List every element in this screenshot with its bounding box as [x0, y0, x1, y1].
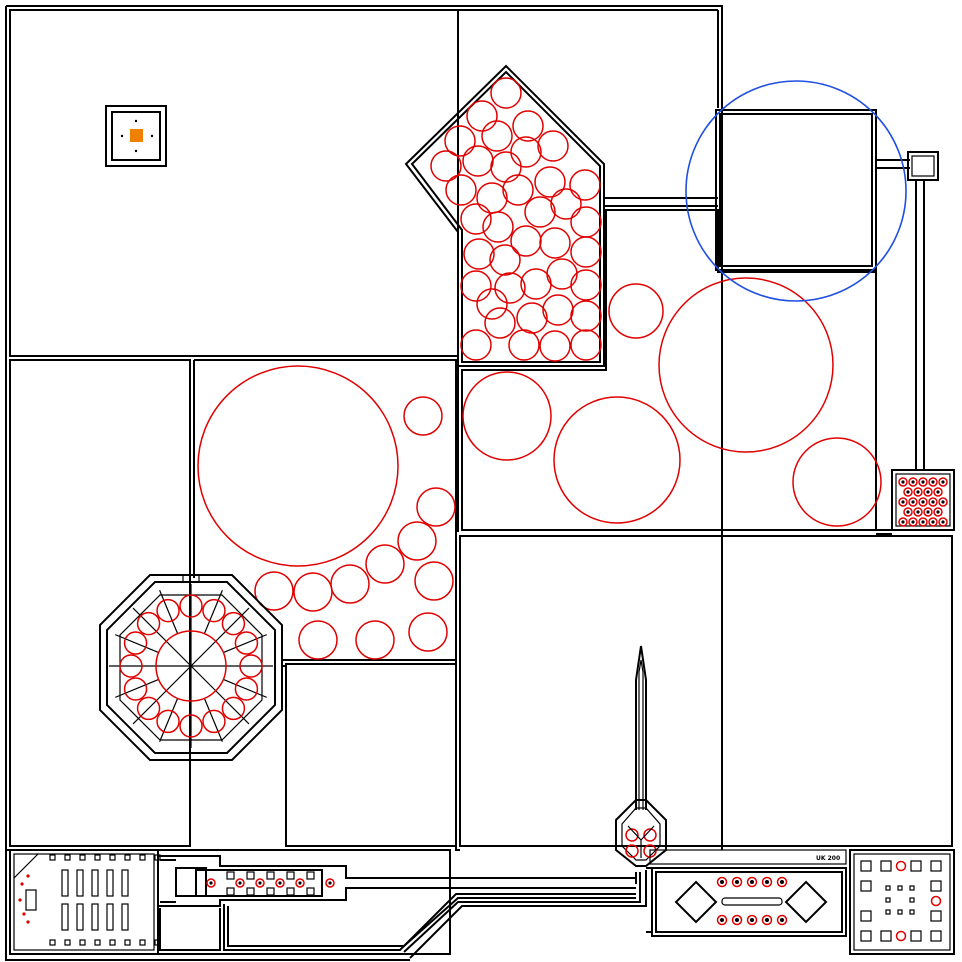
room-mid-right	[461, 209, 877, 531]
bottom-wing: UK 200	[6, 849, 955, 959]
grid-room-zones	[898, 477, 948, 527]
room-top-left-inner	[9, 9, 459, 357]
room-square	[715, 109, 877, 271]
pentagon-zones	[430, 77, 602, 362]
circles-room-zones	[197, 365, 456, 660]
octagon-chamber	[99, 574, 286, 761]
room-mid-left	[9, 359, 191, 847]
blue-range-circle	[685, 80, 907, 302]
room-circles	[193, 359, 457, 665]
mid-right-zones	[462, 277, 882, 527]
room-lower-middle	[285, 663, 457, 847]
map-stamp: UK 200	[816, 855, 840, 862]
spire	[615, 645, 667, 867]
orange-square-marker	[130, 129, 143, 142]
room-lower-right	[459, 535, 953, 847]
grid-room	[891, 469, 955, 531]
shrine	[105, 105, 167, 167]
walls	[5, 5, 955, 961]
